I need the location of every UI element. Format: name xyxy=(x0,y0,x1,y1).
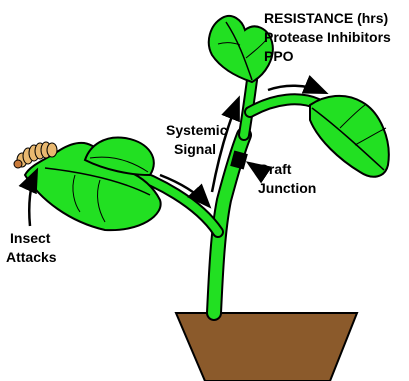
graft-line2: Junction xyxy=(258,179,316,198)
resistance-protease: Protease Inhibitors xyxy=(264,28,391,47)
systemic-line2: Signal xyxy=(166,140,227,159)
flower-pot xyxy=(176,313,357,381)
resistance-ppo: PPO xyxy=(264,47,391,66)
resistance-label: RESISTANCE (hrs) Protease Inhibitors PPO xyxy=(264,9,391,66)
right-leaf xyxy=(310,96,389,177)
graft-line1: Graft xyxy=(258,160,316,179)
insect-attacks-label: Insect Attacks xyxy=(6,229,57,267)
systemic-line1: Systemic xyxy=(166,121,227,140)
insect-line1: Insect xyxy=(6,229,57,248)
signal-arrow-right-branch xyxy=(268,86,324,92)
resistance-title: RESISTANCE (hrs) xyxy=(264,9,391,28)
systemic-signal-label: Systemic Signal xyxy=(166,121,227,159)
graft-junction-label: Graft Junction xyxy=(258,160,316,198)
insect-line2: Attacks xyxy=(6,248,57,267)
